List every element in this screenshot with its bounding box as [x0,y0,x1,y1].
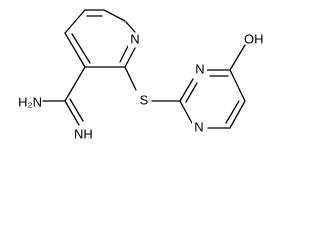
atom-labels: N S N N OH H₂N NH [18,31,263,141]
bond-c2-s [124,66,137,91]
bonds [42,9,246,129]
bond-pyr-n1-c2 [124,47,136,68]
sulfur-atom: S [140,92,149,107]
bond-pym-n1-c2 [179,100,193,124]
bond-c3-amidine [64,66,86,102]
hydroxyl-group: OH [244,31,264,46]
amine-group: H₂N [18,94,42,109]
bond-pym-c4-c5 [229,69,246,102]
bond-pyr-c6-n1 [103,9,126,22]
bond-pym-c5-c6 [229,100,246,129]
bond-amidine-nh [64,100,80,126]
pyrimidine-n-lower-bg [192,121,206,135]
bond-pyr-n1-c2-double [119,45,129,63]
pyrimidine-nitrogen-upper: N [195,61,204,76]
bond-c4-oh [229,44,246,71]
sulfur-bg [137,92,151,108]
bond-pyr-c6-n1-b [125,21,136,33]
pyrimidine-n-upper-bg [193,63,207,77]
pyridine-nitrogen: N [130,31,139,46]
bond-pym-c5-c6-double [225,100,240,124]
imine-group: NH [74,126,93,141]
pyridine-n-bg [128,33,142,47]
bond-pyr-c3-c4 [64,32,86,68]
chemical-structure: N S N N OH H₂N NH [18,9,264,141]
bond-pyr-c3-c4-double [71,33,91,64]
bond-pym-c2-n3-double [185,82,198,103]
pyrimidine-nitrogen-lower: N [194,119,203,134]
bond-pym-c2-n3 [179,78,194,102]
bond-pyr-c4-c5 [64,9,86,34]
bond-amidine-nh-double [69,98,84,122]
